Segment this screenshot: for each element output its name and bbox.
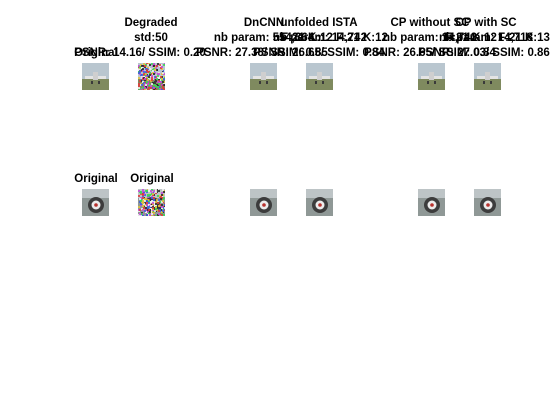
r1c3-param: nb param: 554,364 <box>213 32 315 44</box>
r1c4-param: nb param: 14,742 <box>273 32 367 44</box>
airplane-noisy-image <box>138 63 165 90</box>
wheel-cp-image <box>418 189 445 216</box>
r1c1-title: Original <box>74 47 118 59</box>
r1c6-psnr: PSNR: 27.03/ SSIM: 0.86 <box>418 47 550 59</box>
airplane-dncnn-image <box>250 63 277 90</box>
wheel-ista-image <box>306 189 333 216</box>
airplane-cp-sc-image <box>474 63 501 90</box>
r1c4-fk: F:21 K:12 <box>336 32 388 44</box>
wheel-noisy-image <box>138 189 165 216</box>
r1c6-param: nb param: 14,718 <box>439 32 533 44</box>
r1c6-fk: F:21 K:13 <box>498 32 550 44</box>
r1c5-fk: F:21 K:12 <box>445 32 497 44</box>
r1c2-title-line1: Degraded <box>124 17 178 29</box>
r2c1-title: Original <box>74 173 118 185</box>
r1c5-title: CP without SC <box>390 17 470 29</box>
wheel-cp-sc-image <box>474 189 501 216</box>
r1c5-psnr: PSNR: 26.65/ SSIM: 0.84 <box>364 47 496 59</box>
airplane-ista-image <box>306 63 333 90</box>
wheel-original-image <box>82 189 109 216</box>
r1c4-psnr: PSNR: 26.65/ SSIM: 0.84 <box>253 47 385 59</box>
airplane-cp-image <box>418 63 445 90</box>
r1c2-title-line2: std:50 <box>134 32 168 44</box>
r2c2-title: Original <box>130 173 174 185</box>
r1c3-title: DnCNN <box>243 17 285 29</box>
r1c1-psnr: PSNR: 14.16/ SSIM: 0.20 <box>74 47 206 59</box>
r1c3-fk: F:21 K:12 <box>281 32 333 44</box>
r1c5-param: nb param: 14,742 <box>383 32 477 44</box>
r1c4-title: unfolded ISTA <box>280 17 358 29</box>
r1c3-psnr: PSNR: 27.38/ SSIM: 0.85 <box>196 47 328 59</box>
airplane-original-image <box>82 63 109 90</box>
wheel-dncnn-image <box>250 189 277 216</box>
r1c6-title: CP with SC <box>455 17 517 29</box>
